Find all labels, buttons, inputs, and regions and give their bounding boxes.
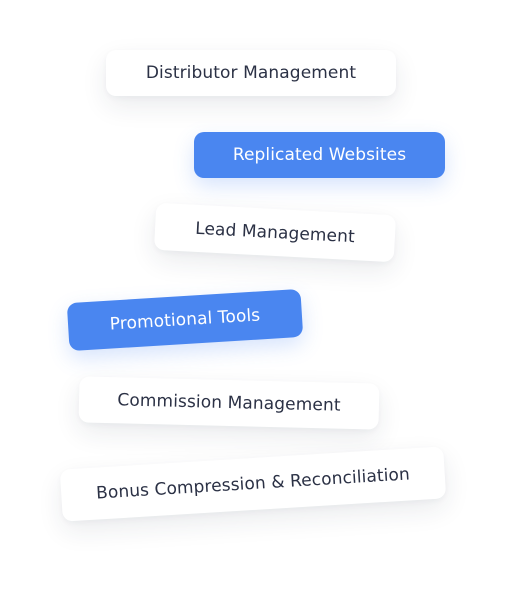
tag-lead-management[interactable]: Lead Management bbox=[153, 202, 397, 263]
tag-bonus-compression-reconciliation[interactable]: Bonus Compression & Reconciliation bbox=[59, 446, 447, 522]
tag-commission-management[interactable]: Commission Management bbox=[78, 376, 380, 430]
tag-replicated-websites[interactable]: Replicated Websites bbox=[194, 132, 445, 178]
tag-promotional-tools[interactable]: Promotional Tools bbox=[66, 288, 304, 352]
tag-distributor-management[interactable]: Distributor Management bbox=[106, 50, 396, 96]
